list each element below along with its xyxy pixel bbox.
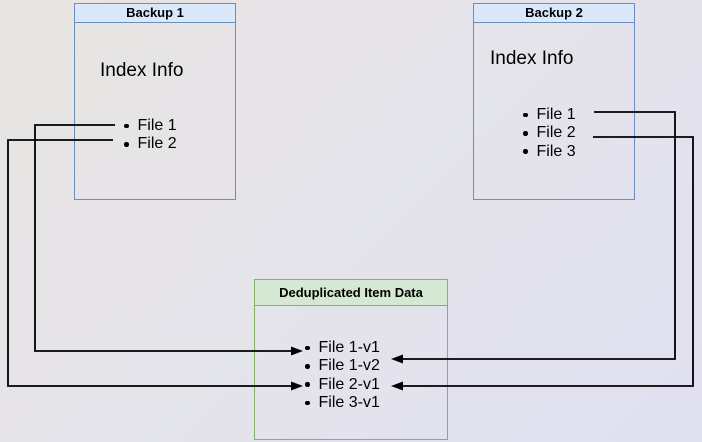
backup-1-box: Backup 1 Index Info File 1 File 2 [74,3,236,200]
list-item: File 3 [523,143,576,161]
backup-1-index-info-label: Index Info [100,60,184,81]
list-item: File 2-v1 [305,376,380,394]
backup-2-index-info-label: Index Info [490,48,574,69]
backup-1-title: Backup 1 [75,4,235,23]
bullet-icon [523,131,528,136]
deduplicated-item-data-box: Deduplicated Item Data File 1-v1 File 1-… [254,279,448,440]
list-item: File 2 [523,124,576,142]
deduplicated-item-data-title: Deduplicated Item Data [255,280,447,306]
bullet-icon [305,345,310,351]
bullet-icon [523,149,528,154]
backup-1-file-list: File 1 File 2 [124,117,177,154]
deduplicated-item-list: File 1-v1 File 1-v2 File 2-v1 File 3-v1 [305,339,380,412]
list-item-label: File 2-v1 [318,375,380,393]
bullet-icon [305,382,310,387]
list-item: File 1 [523,106,576,124]
list-item-label: File 1 [536,106,576,124]
list-item: File 1-v1 [305,339,380,357]
backup-2-box: Backup 2 Index Info File 1 File 2 File 3 [473,3,635,200]
list-item: File 1-v2 [305,357,380,375]
list-item-label: File 1 [137,117,177,135]
list-item: File 1 [124,117,177,135]
list-item: File 2 [124,135,177,153]
list-item-label: File 1-v1 [318,339,380,357]
list-item-label: File 3 [536,142,576,160]
bullet-icon [124,142,129,147]
list-item: File 3-v1 [305,394,380,412]
backup-2-file-list: File 1 File 2 File 3 [523,106,576,161]
bullet-icon [305,400,310,406]
bullet-icon [523,112,528,118]
list-item-label: File 1-v2 [318,357,380,375]
bullet-icon [305,364,310,369]
list-item-label: File 2 [137,135,177,153]
list-item-label: File 3-v1 [318,394,380,412]
backup-2-title: Backup 2 [474,4,634,23]
bullet-icon [124,123,129,129]
list-item-label: File 2 [536,124,576,142]
